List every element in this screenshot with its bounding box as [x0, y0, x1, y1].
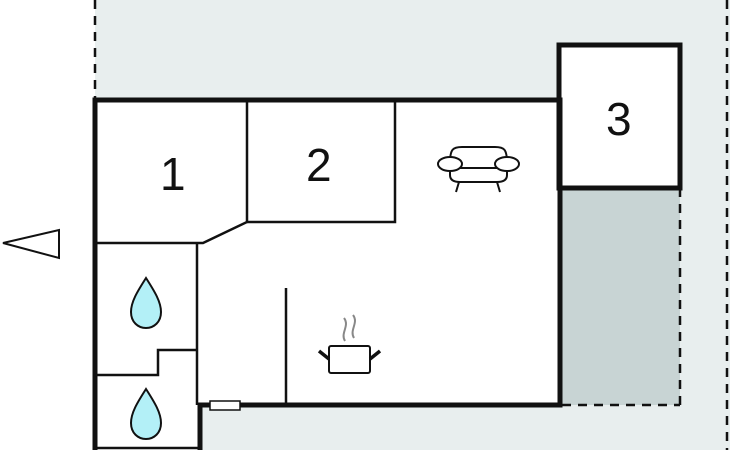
sofa-icon — [437, 146, 520, 193]
room-3-outline — [556, 42, 683, 191]
room-label-2: 2 — [306, 139, 332, 191]
water-drop-icon — [129, 276, 163, 330]
water-drop-icon — [129, 387, 163, 441]
room-label-3: 3 — [606, 93, 632, 145]
entrance-arrow-icon — [2, 228, 60, 260]
exterior-walls — [92, 97, 563, 450]
plot-boundary — [93, 0, 729, 450]
interior-walls — [95, 100, 397, 450]
terrace — [562, 188, 680, 405]
window-icon — [209, 400, 241, 411]
room-label-1: 1 — [160, 148, 186, 200]
building-interior — [95, 100, 560, 450]
cooking-pot-icon — [317, 314, 382, 374]
